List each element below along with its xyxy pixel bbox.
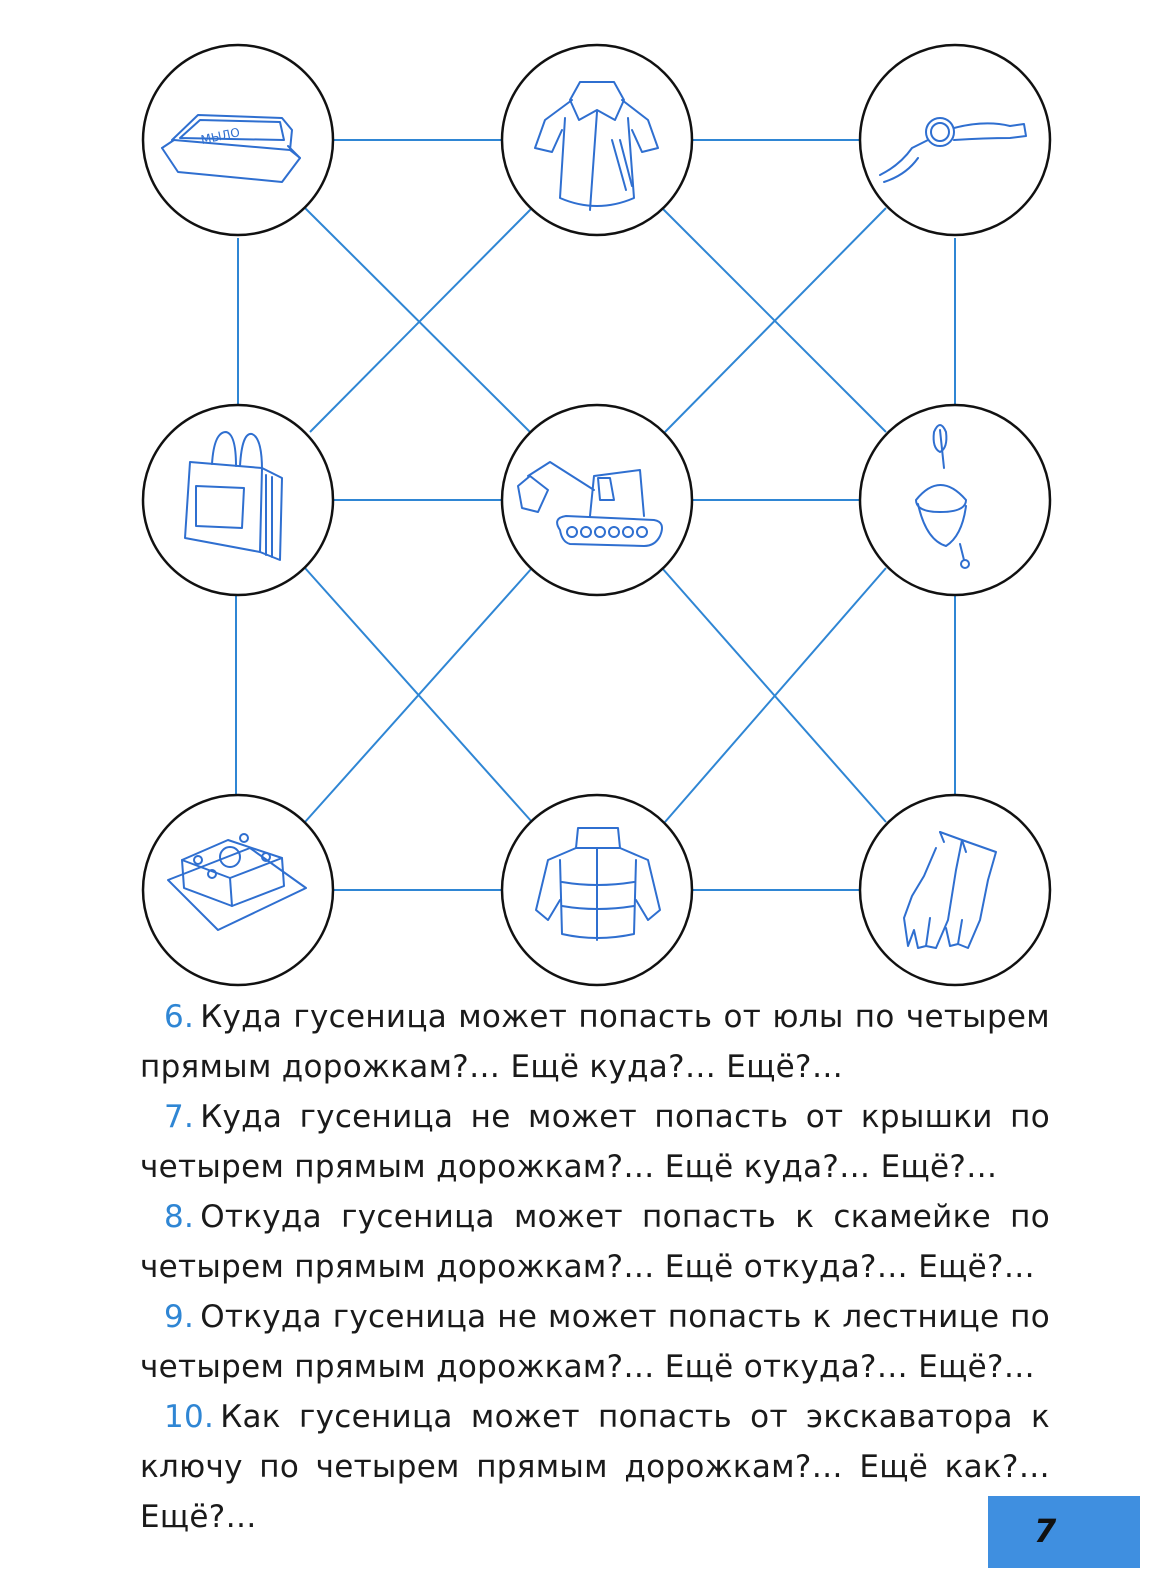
question-number: 10. — [164, 1399, 215, 1435]
shopping-bag-icon — [184, 431, 283, 561]
question-number: 6. — [164, 999, 195, 1035]
question-8: 8.Откуда гусеница может попасть к скамей… — [140, 1192, 1050, 1292]
node-circle-gloves — [858, 793, 1052, 987]
question-text: Куда гусеница не может попасть от крышки… — [140, 1099, 1050, 1185]
node-circle-robe — [500, 43, 694, 237]
question-7: 7.Куда гусеница не может попасть от крыш… — [140, 1092, 1050, 1192]
node-circle-cake — [141, 793, 335, 987]
puffer-jacket-icon — [535, 827, 661, 941]
node-circle-top — [858, 403, 1052, 597]
page-number: 7 — [1034, 1512, 1057, 1550]
question-number: 9. — [164, 1299, 195, 1335]
excavator-icon — [517, 461, 663, 547]
bathrobe-icon — [534, 81, 659, 211]
node-circle-bag — [141, 403, 335, 597]
question-text: Как гусеница может попасть от экскаватор… — [140, 1399, 1050, 1535]
question-number: 7. — [164, 1099, 195, 1135]
questions-block: 6.Куда гусеница может попасть от юлы по … — [140, 992, 1050, 1542]
cake-icon — [167, 833, 307, 931]
path-graph-diagram: МЫЛО — [141, 43, 1052, 987]
question-number: 8. — [164, 1199, 195, 1235]
question-9: 9.Откуда гусеница не может попасть к лес… — [140, 1292, 1050, 1392]
question-10: 10.Как гусеница может попасть от экскава… — [140, 1392, 1050, 1542]
question-6: 6.Куда гусеница может попасть от юлы по … — [140, 992, 1050, 1092]
wristwatch-icon — [879, 117, 1027, 183]
gloves-icon — [903, 831, 997, 949]
question-text: Откуда гусеница может попасть к скамейке… — [140, 1199, 1050, 1285]
spinning-top-icon — [915, 424, 970, 569]
page-number-tab: 7 — [988, 1496, 1140, 1568]
node-circle-excavator — [500, 403, 694, 597]
question-text: Куда гусеница может попасть от юлы по че… — [140, 999, 1050, 1085]
question-text: Откуда гусеница не может попасть к лестн… — [140, 1299, 1050, 1385]
path-lines — [235, 139, 956, 891]
